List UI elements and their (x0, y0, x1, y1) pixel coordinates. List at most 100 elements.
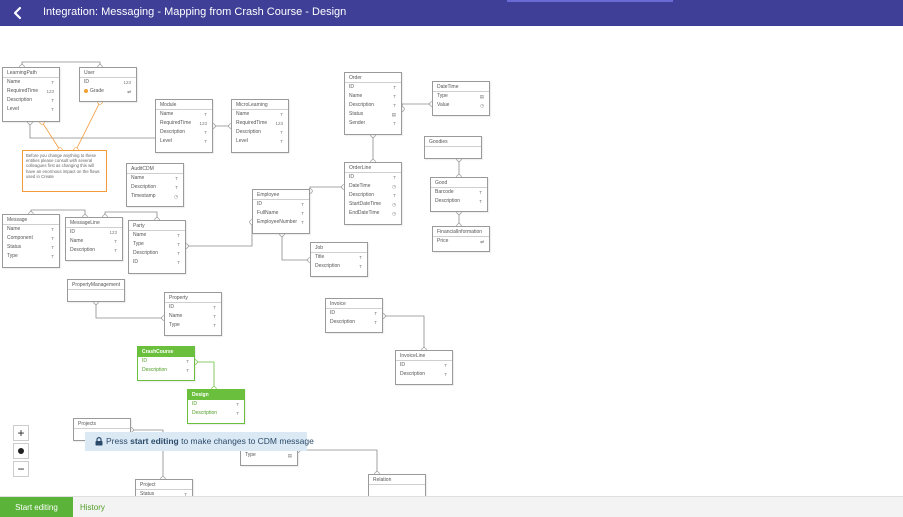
field-name: Status (140, 491, 155, 496)
entity-title: Module (156, 100, 212, 110)
zoom-reset-button[interactable] (13, 443, 29, 459)
start-editing-tab[interactable]: Start editing (0, 497, 73, 517)
field-type-icon: T (393, 94, 396, 99)
entity-goodies[interactable]: Goodies (424, 136, 482, 159)
field-type-icon: T (444, 372, 447, 377)
field-type-icon: T (204, 139, 207, 144)
entity-field[interactable]: Status▤ (345, 110, 401, 119)
entity-field[interactable]: DateTime◷ (345, 182, 401, 191)
entity-field[interactable]: Type▤ (241, 451, 297, 460)
entity-relation[interactable]: Relation (368, 474, 426, 496)
entity-field[interactable]: Timestamp◷ (127, 192, 183, 201)
entity-field[interactable]: StartDateTime◷ (345, 200, 401, 209)
entity-field[interactable]: Price⇄ (433, 237, 489, 246)
zoom-out-button[interactable]: − (13, 461, 29, 477)
entity-propertymanagement[interactable]: PropertyManagement (67, 279, 125, 302)
entity-field[interactable]: Value◷ (433, 101, 489, 110)
diagram-canvas[interactable]: Before you change anything to these enti… (0, 26, 903, 496)
entity-field[interactable]: Type▤ (433, 92, 489, 101)
key-icon (84, 88, 88, 93)
plus-icon: + (17, 426, 25, 440)
field-type-icon: T (213, 305, 216, 310)
entity-field[interactable]: Grade⇄ (80, 87, 136, 96)
history-tab[interactable]: History (80, 503, 105, 512)
entity-field[interactable]: EndDateTime◷ (345, 209, 401, 218)
zoom-in-button[interactable]: + (13, 425, 29, 441)
back-button[interactable] (10, 5, 26, 21)
